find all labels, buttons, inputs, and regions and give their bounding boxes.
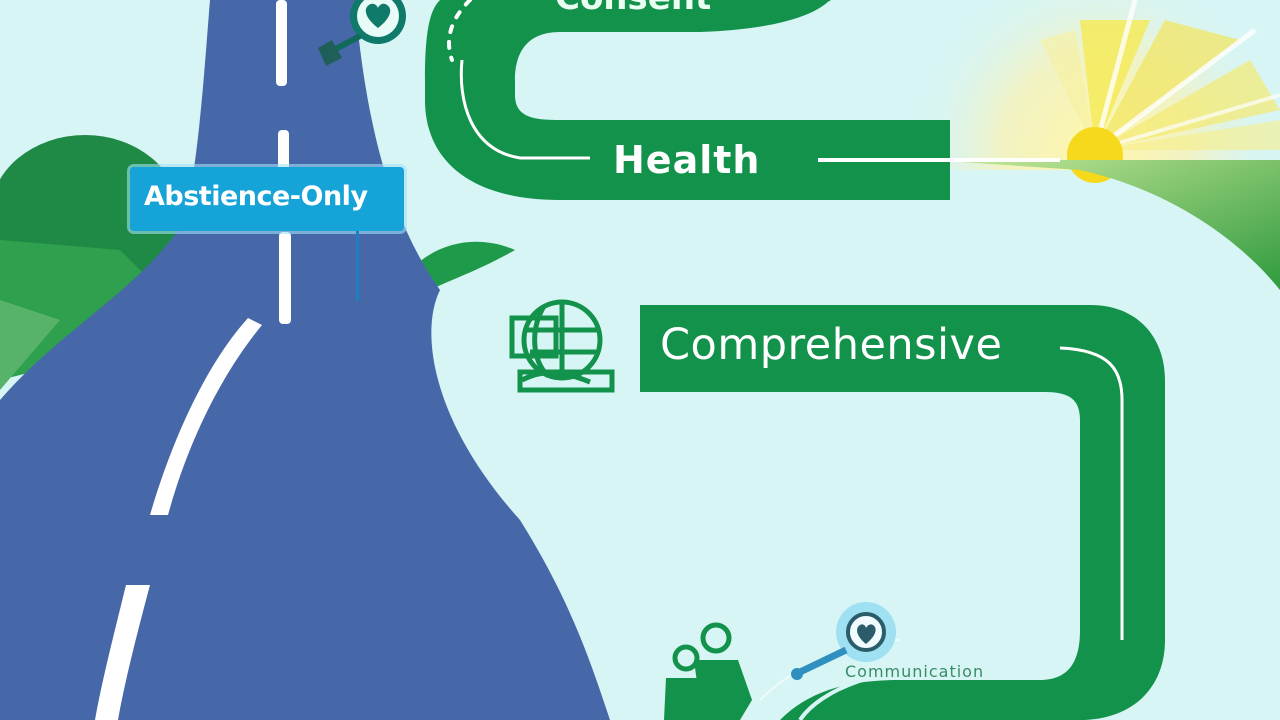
heart-icon-bottom — [791, 602, 896, 680]
sign-pole — [356, 231, 359, 301]
blue-road — [0, 0, 610, 720]
abstinence-only-label: Abstience-Only — [144, 181, 368, 212]
right-field — [930, 160, 1280, 290]
health-label: Health — [613, 138, 761, 182]
comprehensive-label: Comprehensive — [660, 320, 1003, 370]
communication-label: Communication — [845, 662, 985, 681]
globe-book-icon — [509, 299, 615, 393]
top-partial-label: Consent — [555, 0, 711, 18]
sun — [900, 0, 1280, 183]
people-icon — [664, 622, 752, 720]
abstinence-only-sign: Abstience-Only — [130, 167, 404, 231]
green-road-upper — [425, 0, 1060, 200]
heart-icon — [318, 0, 406, 66]
